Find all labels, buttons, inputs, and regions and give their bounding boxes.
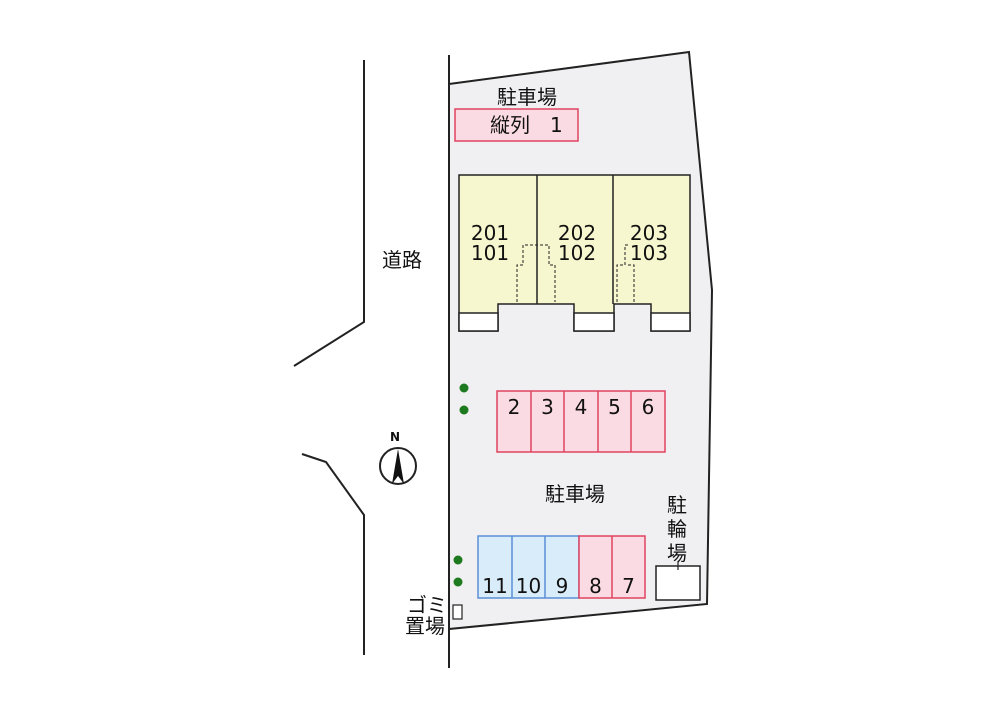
tandem-parking-stall (454, 108, 579, 142)
parking-row-bottom (477, 535, 646, 599)
parking-stall-label: 10 (515, 574, 542, 598)
parking-stall-label: 11 (482, 574, 508, 598)
garbage-label-line1: ゴミ (407, 593, 447, 617)
north-label: N (390, 430, 401, 444)
tree-icon (459, 405, 469, 415)
apartment-building (458, 174, 691, 332)
parking-stall-label: 8 (589, 574, 602, 598)
unit-label: 202 102 (557, 221, 597, 265)
parking-stall-label: 9 (555, 574, 569, 598)
unit-label: 203 103 (629, 221, 669, 265)
parking-stall-label: 4 (574, 395, 588, 419)
garbage-box (452, 604, 463, 620)
compass-icon (379, 447, 417, 485)
tree-icon (453, 577, 463, 587)
road-label: 道路 (382, 248, 422, 272)
unit-label: 201 101 (470, 221, 510, 265)
bicycle-parking-area (655, 565, 701, 601)
garbage-label-line2: 置場 (405, 614, 445, 638)
parking-stall-label: 5 (608, 395, 621, 419)
top-parking-label: 駐車場 (497, 85, 557, 109)
parking-stall-label: 6 (641, 395, 655, 419)
parking-stall-label: 3 (541, 395, 554, 419)
parking-stall-label: 2 (507, 395, 521, 419)
parking-row-top (496, 390, 666, 453)
tree-icon (453, 555, 463, 565)
tree-icon (459, 383, 469, 393)
tandem-stall-label: 縦列 1 (490, 113, 563, 137)
main-parking-label: 駐車場 (545, 482, 605, 506)
bicycle-parking-label: 駐輪場 (667, 493, 687, 565)
road-edge-lower-left (301, 453, 365, 655)
parking-stall-label: 7 (622, 574, 635, 598)
road-edge-upper-left (293, 60, 365, 367)
